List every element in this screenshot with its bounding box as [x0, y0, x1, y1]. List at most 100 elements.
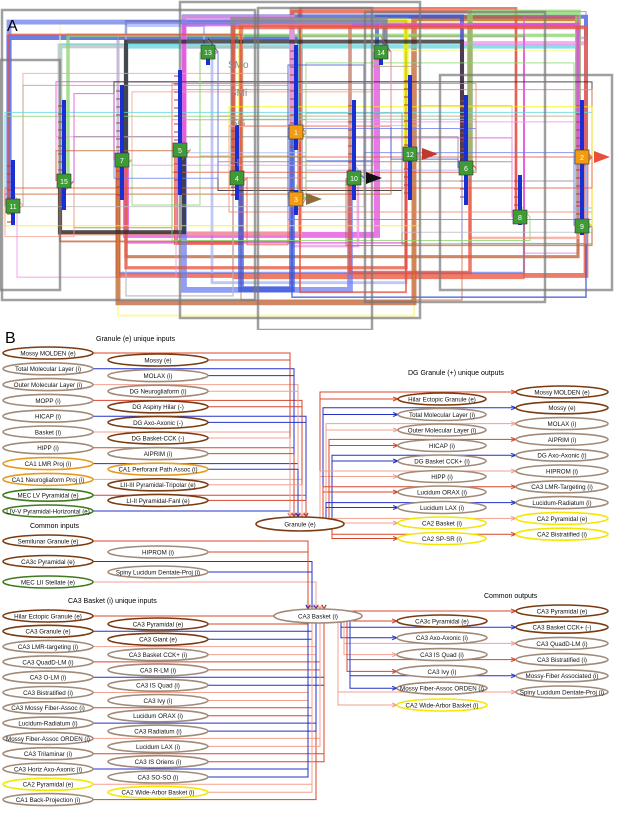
node-spine	[580, 200, 584, 235]
title-ca3-basket-unique-inputs: CA3 Basket (i) unique inputs	[68, 598, 157, 605]
node-gi1-8: CA1 Neurogliaform Proj (i)	[12, 477, 85, 484]
node-ca2-11: CA2 Wide-Arbor Basket (i)	[122, 790, 195, 797]
panel-b: Mossy MOLDEN (e)Total Molecular Layer (i…	[0, 330, 617, 812]
node-co1-1: CA3 Axo-Axonic (i)	[416, 635, 468, 642]
node-go2-2: MOLAX (i)	[548, 421, 577, 428]
node-gi2-8-shape	[107, 478, 209, 492]
node-ca2-7: CA3 Radiatum (i)	[134, 729, 181, 736]
layer-label-smi: SMi	[230, 88, 248, 99]
node-ci2-1: Spiny Lucidum Dentate-Proj (i)	[116, 569, 200, 576]
node-go2-7-shape	[515, 495, 609, 510]
title-dg-granule-unique-outputs: DG Granule (+) unique outputs	[408, 370, 504, 377]
node-co2-2-shape	[515, 636, 609, 651]
node-co2-1: CA3 Basket CCK+ (-)	[533, 625, 592, 632]
node-label-6: 6	[464, 166, 468, 173]
node-ca2-7-shape	[107, 724, 209, 738]
node-go1-8: CA2 Basket (i)	[422, 520, 462, 527]
node-gi1-1: Total Molecular Layer (i)	[15, 366, 81, 373]
node-co1-4-shape	[396, 681, 488, 696]
node-go2-5: HIPROM (i)	[546, 468, 578, 475]
layer-label-sg: SG	[231, 118, 246, 129]
layer-label-h: H	[232, 158, 240, 169]
node-go1-2-shape	[397, 423, 487, 437]
node-gi2-0-shape	[107, 353, 209, 367]
node-co2-1-shape	[515, 620, 609, 635]
node-go2-3: AIPRIM (i)	[548, 437, 577, 444]
node-ca2-6-shape	[107, 708, 209, 723]
node-ca2-3-shape	[107, 663, 209, 677]
hub-ca3-basket-shape	[273, 608, 363, 624]
connection-edge	[64, 33, 582, 228]
connection-edge	[113, 49, 219, 179]
node-gi1-9-shape	[2, 488, 94, 502]
node-ci1-2: MEC LII Stellate (e)	[21, 579, 75, 586]
node-ci1-0: Semilunar Granule (e)	[18, 538, 79, 545]
node-gi1-2-shape	[2, 377, 94, 392]
node-co1-0-shape	[396, 614, 488, 628]
node-6	[458, 160, 474, 176]
node-ca1-0-shape	[2, 609, 94, 623]
node-spine	[62, 100, 66, 210]
node-gi1-4-shape	[2, 409, 94, 423]
node-ci2-0: HIPROM (i)	[142, 549, 174, 556]
edge-gi2	[208, 375, 295, 517]
node-go2-6: CA3 LMR-Targeting (i)	[531, 484, 593, 491]
node-ci2-0-shape	[107, 545, 209, 559]
loop-frame	[0, 8, 257, 302]
node-ca1-11: CA2 Pyramidal (e)	[23, 782, 74, 789]
node-ca2-3: CA3 R-LM (i)	[140, 667, 176, 674]
node-gi1-0-shape	[2, 346, 94, 360]
node-go1-3-shape	[397, 438, 487, 453]
node-label-8: 8	[518, 215, 522, 222]
node-ci1-1: CA3c Pyramidal (e)	[21, 559, 75, 566]
node-go1-1-shape	[397, 407, 487, 422]
node-go2-1-shape	[515, 401, 609, 415]
node-go1-2: Outer Molecular Layer (i)	[408, 427, 476, 434]
node-gi2-3: DG Aspiny Hilar (-)	[132, 404, 184, 411]
node-gi1-10: LIV-V Pyramidal-Horizontal (e)	[6, 508, 90, 515]
edge-gi2	[208, 421, 307, 517]
node-go1-6: Lucidum ORAX (i)	[417, 489, 467, 496]
node-label-7: 7	[120, 158, 124, 165]
node-ca2-5: CA3 Ivy (i)	[144, 698, 173, 705]
node-spine	[235, 125, 239, 200]
node-gi2-5: DG Basket-CCK (-)	[132, 435, 185, 442]
fan-arrow-3	[306, 193, 322, 205]
node-ca2-4: CA3 IS Quad (i)	[136, 683, 180, 690]
node-gi1-6-shape	[2, 441, 94, 455]
node-gi1-1-shape	[2, 361, 94, 376]
node-gi1-5-shape	[2, 425, 94, 439]
node-5	[172, 142, 188, 158]
node-go1-9: CA2 SP-SR (i)	[422, 536, 462, 543]
node-gi2-8: LII-III Pyramidal-Tripolar (e)	[120, 482, 195, 489]
node-ca2-0-shape	[107, 617, 209, 631]
node-ca1-1: CA3 Granule (e)	[25, 629, 70, 636]
node-gi1-4: HICAP (i)	[35, 414, 61, 421]
node-co2-3-shape	[515, 652, 609, 667]
node-gi1-8-shape	[2, 472, 94, 487]
edge-go2	[322, 407, 516, 524]
edge-ci1	[93, 581, 317, 609]
node-ca1-6-shape	[2, 700, 94, 715]
node-co2-3: CA3 Bistratified (i)	[537, 657, 587, 664]
node-label-5: 5	[178, 148, 182, 155]
node-go2-4-shape	[515, 448, 609, 462]
node-ca1-12-shape	[2, 792, 94, 807]
node-ca2-11-shape	[107, 785, 209, 800]
node-go2-3-shape	[515, 432, 609, 447]
node-gi2-6: AIPRIM (i)	[144, 451, 173, 458]
node-1	[288, 124, 304, 140]
node-gi2-5-shape	[107, 431, 209, 445]
node-go2-8: CA2 Pyramidal (e)	[537, 516, 588, 523]
hub-granule-shape	[255, 516, 345, 532]
node-co1-2: CA3 IS Quad (i)	[420, 652, 464, 659]
node-go1-4: DG Basket CCK+ (i)	[414, 458, 470, 465]
edge-gi2	[208, 406, 303, 517]
node-ca1-0: Hilar Ectopic Granule (e)	[14, 613, 82, 620]
node-gi1-5: Basket (i)	[35, 429, 61, 436]
edge-ca2	[208, 609, 313, 793]
node-gi1-7-shape	[2, 456, 94, 471]
edge-layer	[93, 352, 518, 801]
node-ca1-2-shape	[2, 639, 94, 654]
node-spine	[464, 95, 468, 205]
